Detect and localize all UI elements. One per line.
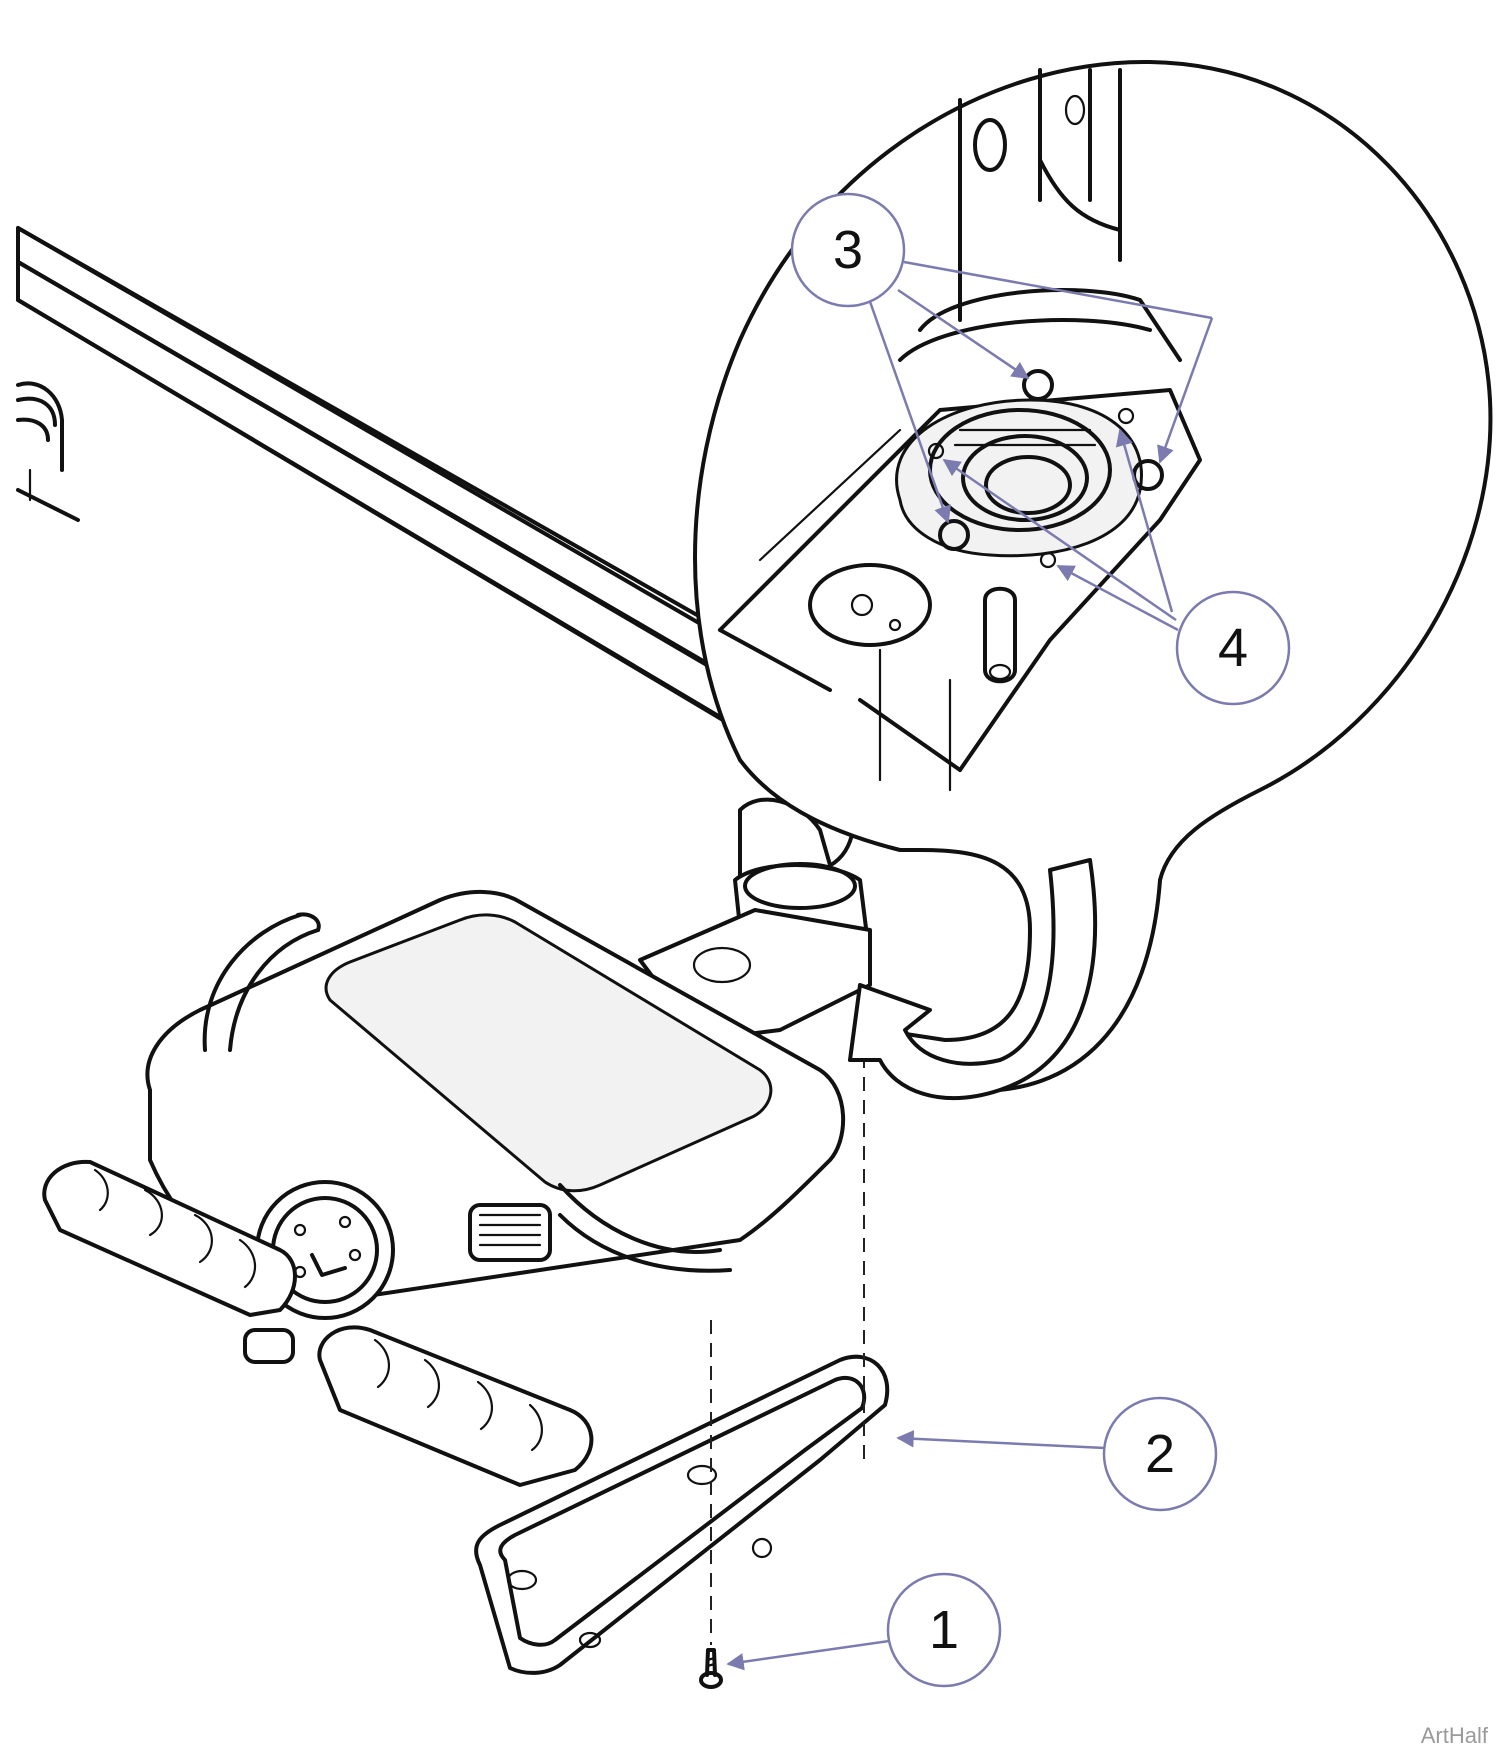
callout-1-label: 1 — [929, 1600, 959, 1660]
support-arm — [16, 226, 872, 802]
screw — [699, 1648, 723, 1689]
callout-3: 3 — [790, 192, 906, 308]
callout-1: 1 — [886, 1572, 1002, 1688]
instrument-holder-left — [42, 1159, 297, 1317]
assembly-lines — [710, 985, 865, 1645]
callout-4: 4 — [1175, 590, 1291, 706]
callout-1-circle — [886, 1572, 1002, 1688]
image-credit: ArtHalf — [1420, 1723, 1488, 1748]
detail-zoom — [693, 59, 1493, 1100]
callout-2-label: 2 — [1145, 1424, 1175, 1484]
callout-leaders — [726, 260, 1214, 1671]
bottom-cover — [474, 1354, 890, 1675]
instrument-holder-right — [317, 1325, 594, 1487]
callout-2: 2 — [1102, 1396, 1218, 1512]
callout-4-circle — [1175, 590, 1291, 706]
callout-2-circle — [1102, 1396, 1218, 1512]
callout-3-label: 3 — [833, 220, 863, 280]
callout-4-label: 4 — [1218, 618, 1248, 678]
callout-3-circle — [790, 192, 906, 308]
